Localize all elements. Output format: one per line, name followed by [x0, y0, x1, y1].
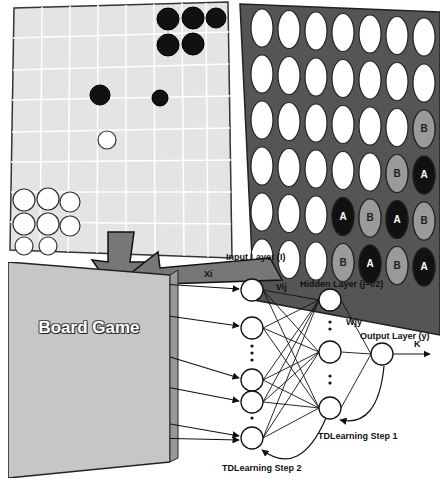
ellipsis-dot: [328, 381, 331, 384]
board-hole: [386, 201, 408, 239]
board-hole: [305, 196, 327, 234]
td-arrow: [262, 418, 326, 459]
board-hole: [386, 17, 408, 55]
input-neuron: [241, 369, 263, 391]
layer-label: Input Layer (I): [226, 253, 286, 262]
board-hole: [386, 155, 408, 193]
board-hole: [278, 103, 300, 141]
input-neuron: [241, 317, 263, 339]
game-piece: [413, 202, 435, 240]
board-hole: [413, 248, 435, 286]
td-arrow: [340, 366, 384, 421]
board-hole: [359, 245, 381, 283]
board-hole: [359, 107, 381, 145]
board-hole: [251, 147, 273, 185]
input-neuron: [241, 279, 263, 301]
piece-letter: B: [386, 155, 408, 193]
board-hole: [359, 15, 381, 53]
board-hole: [251, 101, 273, 139]
hidden-neuron: [319, 397, 341, 419]
piece-letter: A: [386, 201, 408, 239]
board-hole: [305, 12, 327, 50]
game-piece: [332, 198, 354, 236]
board-hole: [332, 198, 354, 236]
ellipsis-dot: [250, 351, 253, 354]
board-hole: [332, 60, 354, 98]
hidden-neuron: [319, 289, 341, 311]
board-hole: [251, 193, 273, 231]
board-hole: [332, 152, 354, 190]
slab-shape: [8, 262, 170, 478]
ellipsis-dot: [250, 358, 253, 361]
board-hole: [359, 61, 381, 99]
ellipsis-dot: [250, 416, 253, 419]
game-piece: [359, 199, 381, 237]
step-label: TDLearning Step 2: [222, 464, 302, 473]
piece-letter: B: [386, 247, 408, 285]
game-piece: [413, 156, 435, 194]
weight-symbol: Wjy: [346, 318, 362, 327]
board-hole: [332, 106, 354, 144]
piece-letter: B: [413, 110, 435, 148]
board-hole: [386, 247, 408, 285]
board-hole: [332, 14, 354, 52]
piece-letter: B: [359, 199, 381, 237]
board-hole: [278, 195, 300, 233]
board-game-box: Board Game: [8, 262, 170, 478]
board-hole: [251, 9, 273, 47]
board-hole: [386, 63, 408, 101]
game-piece: [332, 244, 354, 282]
board-hole: [305, 58, 327, 96]
ellipsis-dot: [328, 374, 331, 377]
layer-label: Hidden Layer (j=i/2): [300, 280, 383, 289]
ellipsis-dot: [328, 320, 331, 323]
weight-symbol: Vij: [276, 283, 287, 292]
piece-letter: A: [413, 248, 435, 286]
board-hole: [305, 150, 327, 188]
piece-letter: B: [332, 244, 354, 282]
game-piece: [386, 247, 408, 285]
board-hole: [305, 104, 327, 142]
input-neuron: [241, 391, 263, 413]
input-symbol: Xi: [204, 270, 213, 279]
neural-network: [241, 279, 430, 449]
game-piece: [386, 201, 408, 239]
ellipsis-dot: [328, 327, 331, 330]
ellipsis-dot: [250, 344, 253, 347]
input-neuron: [241, 427, 263, 449]
board-hole: [359, 153, 381, 191]
node-title: Board Game: [8, 318, 170, 338]
hidden-neuron: [319, 341, 341, 363]
slab-side: [170, 270, 178, 462]
output-symbol: K: [414, 340, 421, 349]
game-piece: [413, 110, 435, 148]
step-label: TDLearning Step 1: [318, 432, 398, 441]
piece-letter: A: [413, 156, 435, 194]
game-piece: [413, 248, 435, 286]
connect-four-board: [240, 4, 440, 335]
board-hole: [278, 57, 300, 95]
output-neuron: [371, 343, 393, 365]
game-piece: [359, 245, 381, 283]
board-hole: [332, 244, 354, 282]
board-hole: [386, 109, 408, 147]
board-hole: [413, 110, 435, 148]
piece-letter: A: [332, 198, 354, 236]
piece-letter: A: [359, 245, 381, 283]
board-hole: [413, 18, 435, 56]
board-hole: [251, 55, 273, 93]
board-hole: [305, 242, 327, 280]
othello-board: [10, 2, 232, 258]
board-hole: [413, 64, 435, 102]
board-hole: [413, 202, 435, 240]
board-hole: [278, 11, 300, 49]
board-hole: [413, 156, 435, 194]
board-hole: [278, 149, 300, 187]
piece-letter: B: [413, 202, 435, 240]
game-piece: [386, 155, 408, 193]
board-hole: [359, 199, 381, 237]
